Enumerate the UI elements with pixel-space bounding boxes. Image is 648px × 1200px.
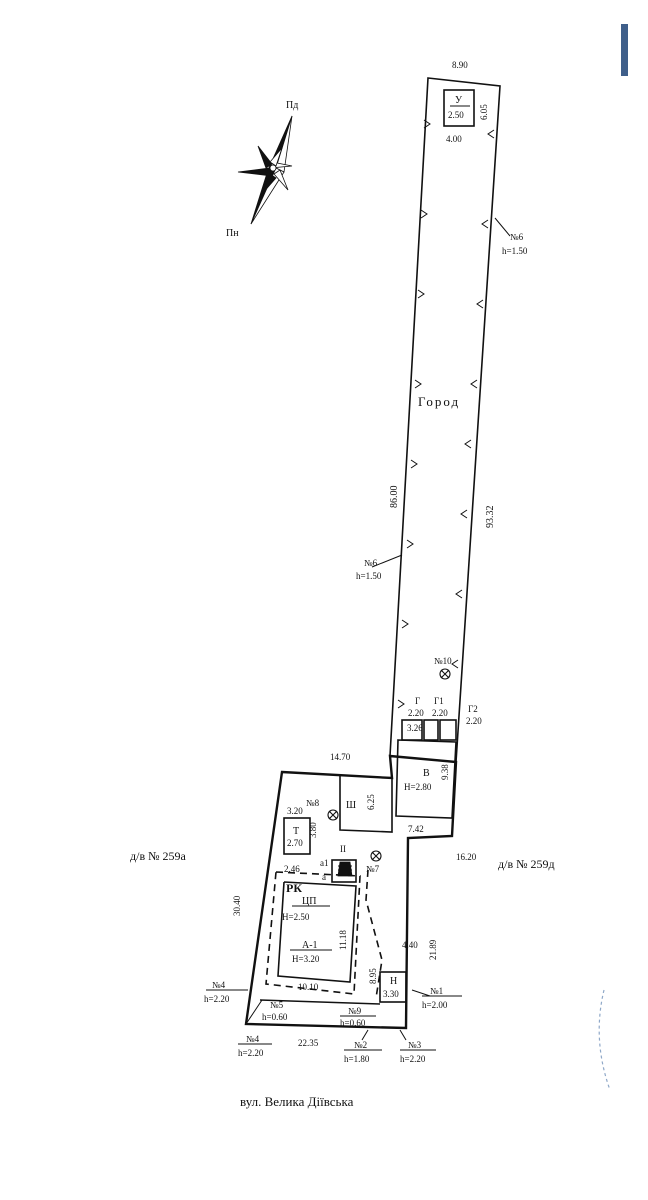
building-n-height: 3.30 [383,989,399,999]
dim-22-35: 22.35 [298,1038,319,1048]
dim-6-25: 6.25 [366,794,376,810]
dim-30-40: 30.40 [232,895,242,916]
dim-16-20: 16.20 [456,852,477,862]
main-lot-outline [244,754,458,1030]
dim-9-38: 9.38 [440,764,450,780]
building-ii-letter: II [340,844,346,854]
neighbor-right-label: д/в № 259д [498,857,555,871]
dim-21-89: 21.89 [428,939,438,960]
fence-4-lower-h: h=2.20 [238,1048,264,1058]
scan-edge-mark [621,24,628,76]
building-a-main-height: Н=3.20 [292,954,320,964]
fence-4-upper-h: h=2.20 [204,994,230,1004]
fence-1-h: h=2.00 [422,1000,448,1010]
dim-10-10: 10.10 [298,982,319,992]
house-a1 [277,881,357,983]
building-t-letter: Т [293,826,299,837]
fence-3-no: №3 [408,1040,422,1050]
building-n-letter: Н [390,976,397,987]
dim-2-46: 2.46 [284,864,300,874]
fence-9-no: №9 [348,1006,362,1016]
house-outline-dashed [265,871,361,995]
fence-3-h: h=2.20 [400,1054,426,1064]
building-u [443,89,475,127]
fence-2-h: h=1.80 [344,1054,370,1064]
building-u-height: 2.50 [448,110,464,120]
building-rk-letter: РК [286,881,302,895]
building-g1 [423,719,439,741]
building-g1-letter: Г1 [434,696,444,706]
marker-10-no: №10 [434,656,452,666]
dim-3-26: 3.26 [407,723,423,733]
building-sh-letter: Ш [346,800,356,811]
marker-8-no: №8 [306,798,320,808]
fence-9-h: h=0.60 [340,1018,366,1028]
stamp-arc-mark [598,989,611,1091]
fence-4-lower-no: №4 [246,1034,260,1044]
building-u-letter: У [455,95,463,106]
dim-4-00: 4.00 [446,134,462,144]
street-label: вул. Велика Діївська [240,1094,354,1109]
building-g2 [439,719,457,741]
building-t-height: 2.70 [287,838,303,848]
compass-north-label: Пд [286,100,298,111]
marker-7-no: №7 [366,864,380,874]
compass-rose-icon [237,115,293,225]
fence-5-no: №5 [270,1000,284,1010]
building-n [379,971,407,1003]
dim-8-90: 8.90 [452,60,468,70]
dim-3-80: 3.80 [308,822,318,838]
building-v-letter: В [423,768,430,779]
dim-3-20: 3.20 [287,806,303,816]
marker-7-icon [370,850,382,862]
garden-label: Город [418,394,460,409]
marker-8-icon [327,809,339,821]
fence-6-lower-h: h=1.50 [356,571,382,581]
fence-1-no: №1 [430,986,443,996]
building-g-letter: Г [415,696,420,706]
compass-south-label: Пн [226,228,239,239]
dim-6-05: 6.05 [479,104,489,120]
building-g-height: 2.20 [408,708,424,718]
building-cp-letter: ЦП [302,896,316,907]
building-t [283,817,311,855]
building-a1-letter: а1 [320,858,329,868]
fence-4-upper-no: №4 [212,980,226,990]
fence-5-h: h=0.60 [262,1012,288,1022]
fence-6-lower-no: №6 [364,558,378,568]
fence-6-upper-no: №6 [510,232,524,242]
dim-8-95: 8.95 [368,968,378,984]
building-sh [339,776,393,833]
front-fence-line [259,999,381,1005]
fence-2-no: №2 [354,1040,367,1050]
building-a-main-letter: А-1 [302,940,318,951]
fence-6-upper-h: h=1.50 [502,246,528,256]
dim-86-00: 86.00 [389,486,400,509]
stairs-icon [337,861,353,877]
dim-93-32: 93.32 [485,506,496,529]
dim-14-70: 14.70 [330,752,351,762]
building-cp-height: Н=2.50 [282,912,310,922]
building-v-height: Н=2.80 [404,782,432,792]
building-g2-height: 2.20 [466,716,482,726]
porch-ii [331,859,357,883]
walkway-dashed [365,869,383,999]
building-g2-letter: Г2 [468,704,478,714]
building-a-letter: а [322,872,326,882]
fence-ticks [397,119,495,709]
neighbor-left-label: д/в № 259а [130,849,187,863]
dim-11-18: 11.18 [338,930,348,950]
dim-4-40: 4.40 [402,940,418,950]
dim-7-42: 7.42 [408,824,424,834]
marker-10-icon [439,668,451,680]
building-g1-height: 2.20 [432,708,448,718]
